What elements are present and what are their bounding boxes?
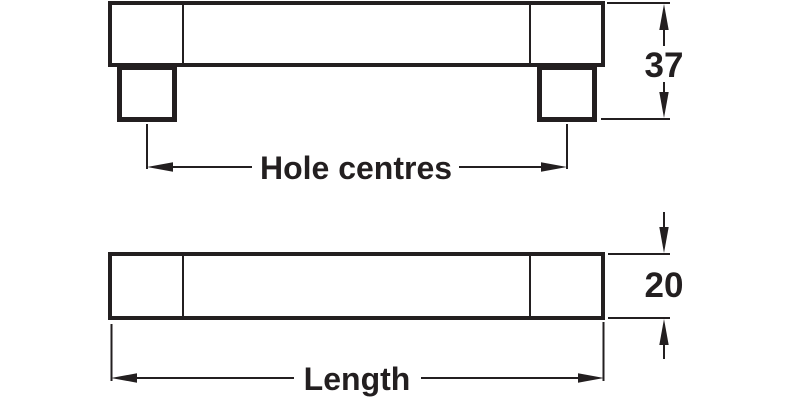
- hole-centres-dimension: [146, 124, 568, 169]
- ink-layer: Hole centres 37 20 Length: [108, 1, 683, 397]
- height-37-value: 37: [645, 46, 684, 85]
- plan-view: [108, 1, 605, 122]
- length-dimension: [110, 322, 605, 381]
- hole-centres-arrow-right-icon: [541, 162, 567, 172]
- height-37-arrow-down-icon: [659, 92, 669, 118]
- thickness-20-arrow-up-icon: [659, 319, 669, 345]
- side-handle-bar: [108, 252, 605, 320]
- plan-handle-bar: [108, 1, 605, 67]
- side-view: [108, 252, 605, 320]
- hole-centres-arrow-left-icon: [147, 162, 173, 172]
- thickness-20-value: 20: [645, 266, 684, 305]
- solid-layer: Hole centres 37 20 Length: [111, 4, 683, 397]
- length-arrow-left-icon: [111, 373, 137, 383]
- length-arrow-right-icon: [578, 373, 604, 383]
- length-label: Length: [304, 361, 411, 397]
- height-37-arrow-up-icon: [659, 4, 669, 30]
- plan-right-leg: [537, 65, 597, 122]
- hole-centres-label: Hole centres: [260, 150, 452, 186]
- thickness-20-arrow-down-icon: [659, 227, 669, 253]
- plan-left-leg: [117, 65, 177, 122]
